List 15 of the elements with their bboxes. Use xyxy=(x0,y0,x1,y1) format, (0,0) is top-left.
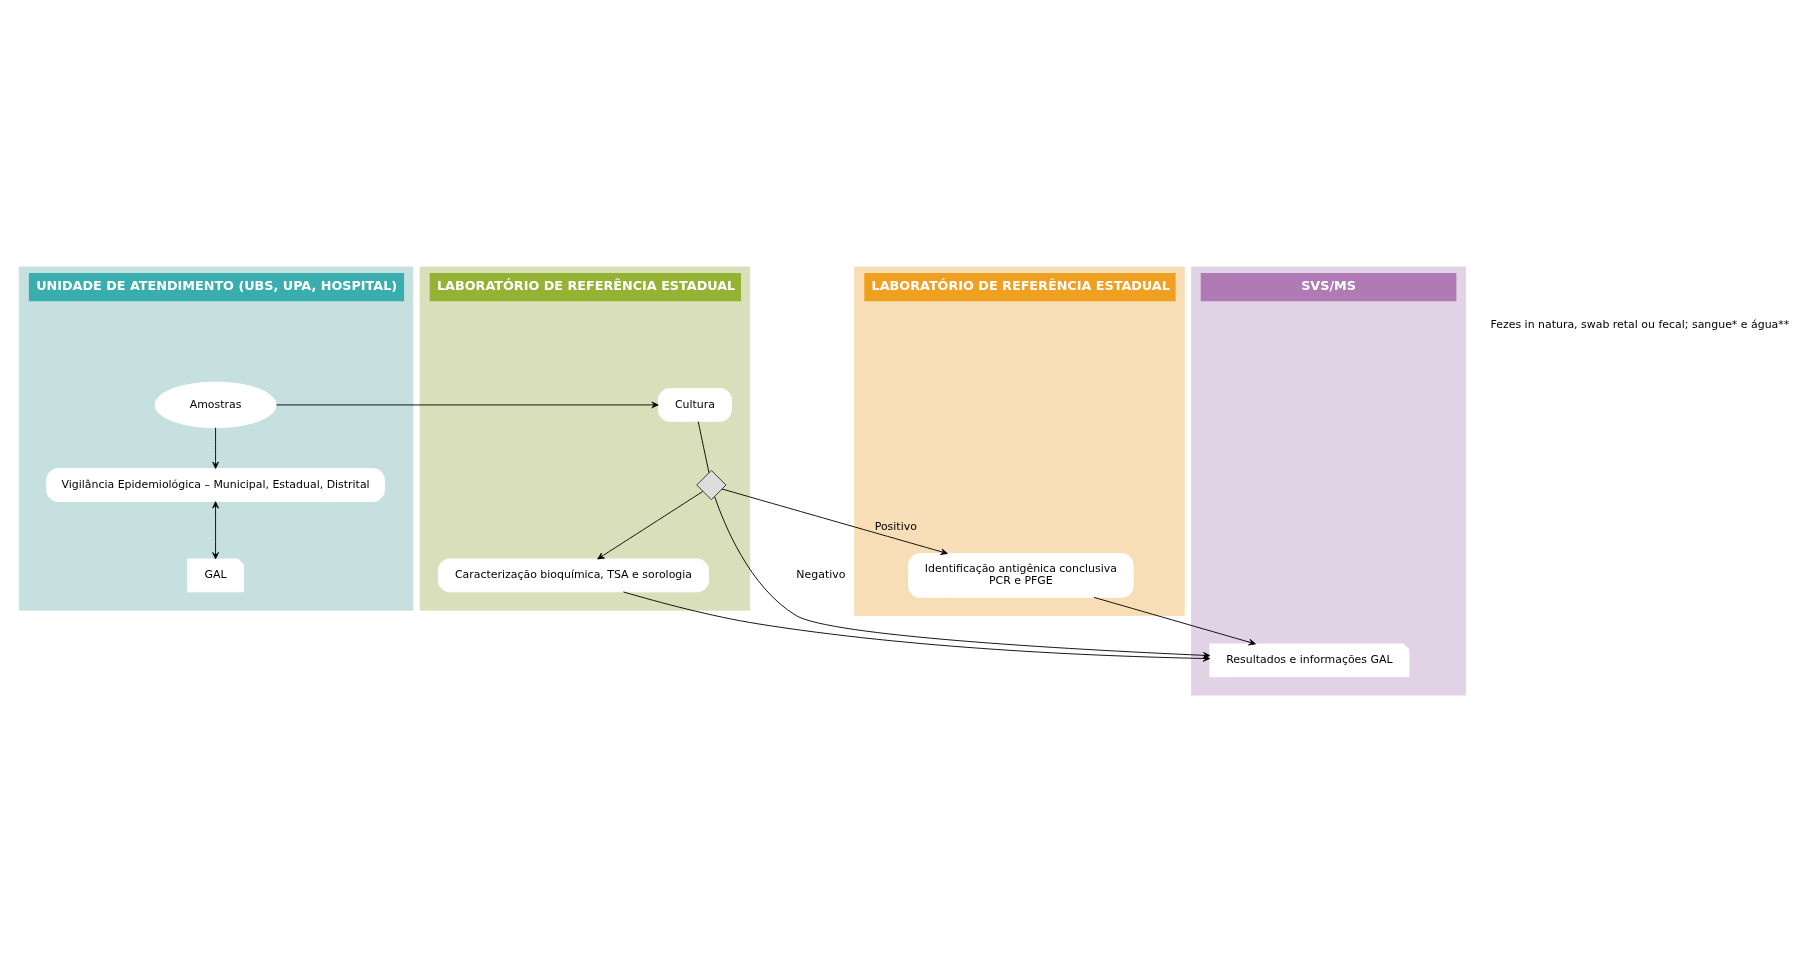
arrow xyxy=(597,490,704,559)
connector xyxy=(697,420,710,473)
node-box: Identificação antigênica conclusiva PCR e PFGE xyxy=(908,552,1134,598)
node-diamond xyxy=(696,469,727,500)
node-ellipse: Amostras xyxy=(154,381,277,428)
node-box: Cultura xyxy=(657,387,732,422)
arrow xyxy=(212,500,219,559)
edge-label: Positivo xyxy=(874,519,917,533)
arrow xyxy=(721,488,948,555)
edge-label: Negativo xyxy=(796,567,846,581)
node-box: Caracterização bioquímica, TSA e sorologia xyxy=(437,558,710,592)
arrow xyxy=(212,426,219,469)
node-box: Vigilância Epidemiológica – Municipal, Estadual, Distrital xyxy=(46,467,385,502)
label: Fezes in natura, swab retal ou fecal; sangue* e água** xyxy=(1490,317,1790,331)
arrow xyxy=(275,401,659,408)
